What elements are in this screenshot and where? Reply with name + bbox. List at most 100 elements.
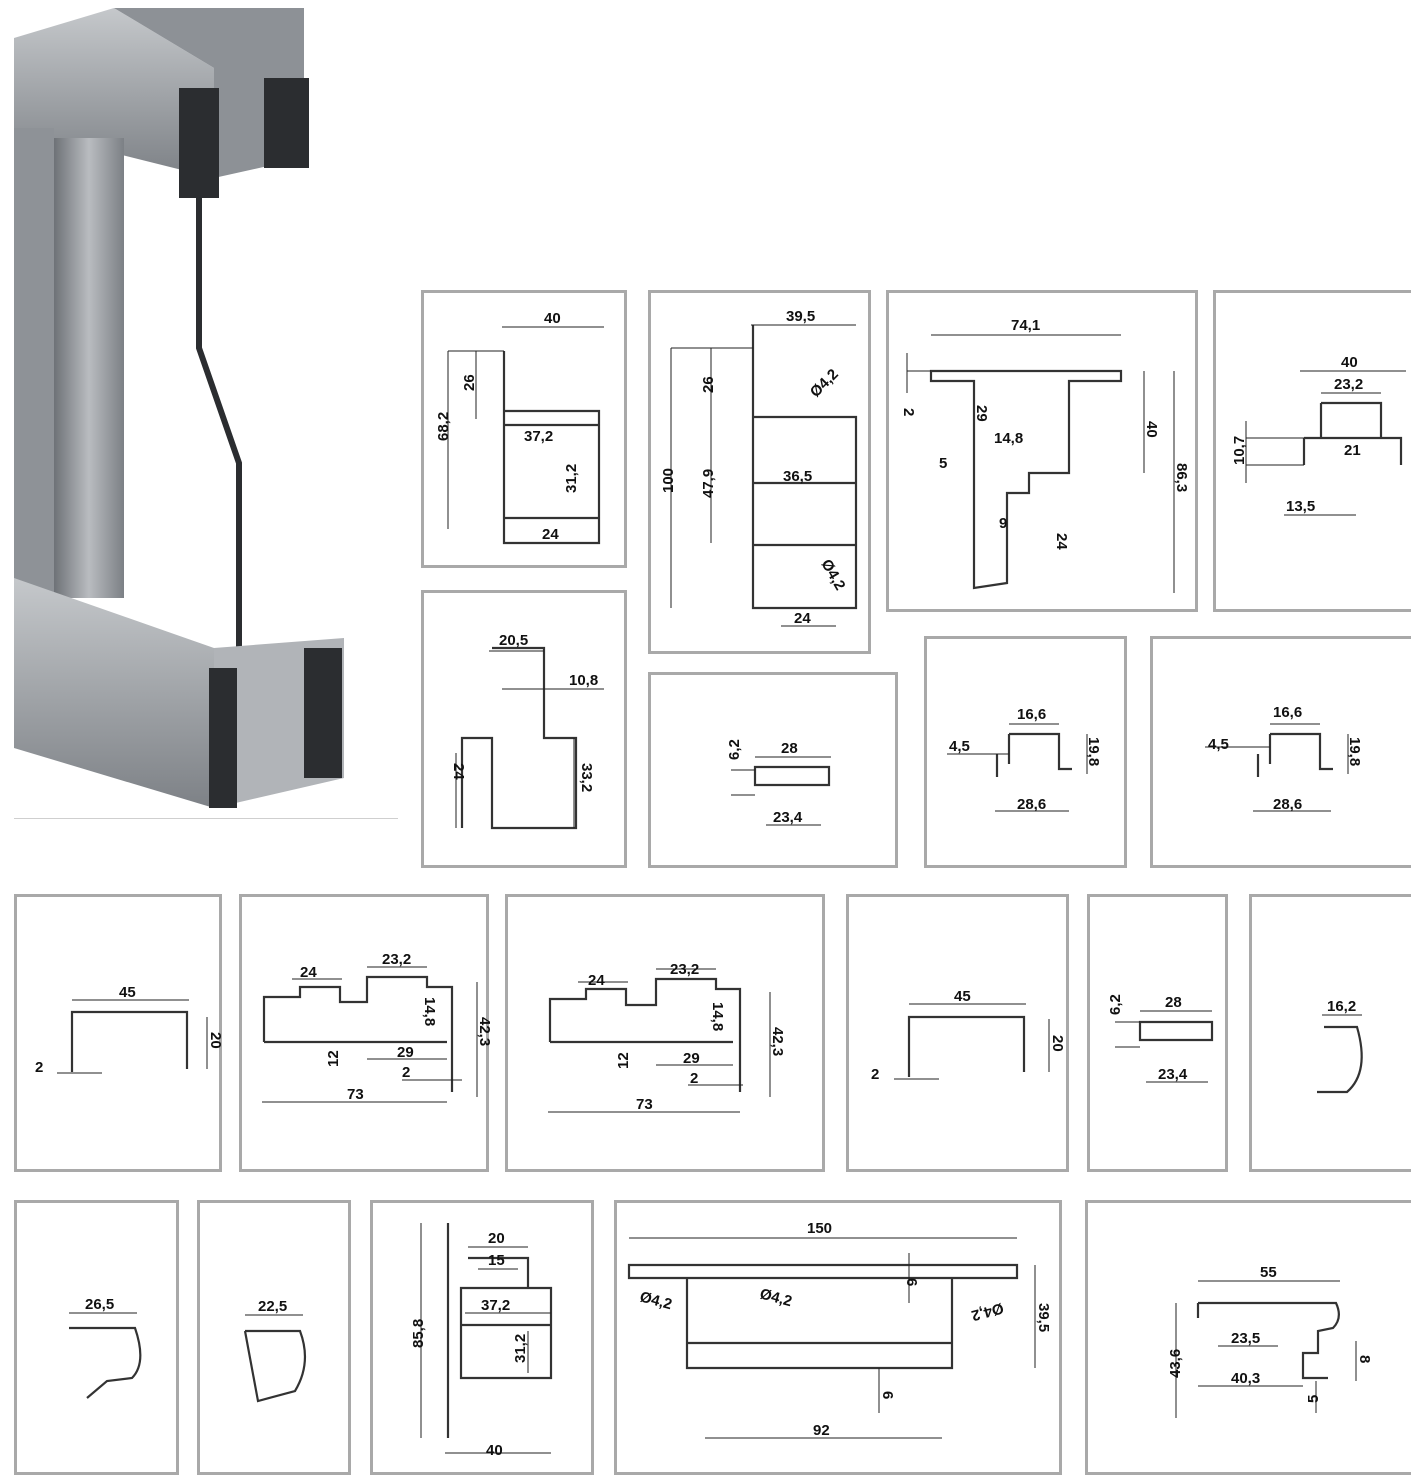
- profile-12-svg: 45 20 2: [871, 988, 1066, 1083]
- profile-8-dim: 28,6: [1273, 796, 1302, 813]
- profile-13-dim: 28: [1165, 994, 1182, 1011]
- profile-5-dim: 20,5: [499, 632, 528, 649]
- profile-drawing-18: 150 6 Ø4,2 Ø4,2 Ø4,2 39,5 6 92: [614, 1200, 1062, 1475]
- profile-drawing-5: 20,5 10,8 24 33,2: [421, 590, 627, 868]
- profile-4-dim: 23,2: [1334, 376, 1363, 393]
- profile-10-dim: 73: [347, 1086, 364, 1103]
- profile-drawing-1: 40 68,2 26 37,2 31,2 24: [421, 290, 627, 568]
- profile-drawing-13: 6,2 28 23,4: [1087, 894, 1228, 1172]
- profile-13-dim: 6,2: [1107, 994, 1124, 1015]
- profile-11-dim: 24: [588, 972, 605, 989]
- profile-drawing-10: 24 23,2 14,8 42,3 12 29 2 73: [239, 894, 493, 1172]
- profile-drawing-9: 45 20 2: [14, 894, 224, 1172]
- profile-19-svg: 55 43,6 23,5 8 40,3 5: [1167, 1264, 1373, 1418]
- profile-18-dim: 6: [903, 1278, 920, 1286]
- profile-10-svg: 24 23,2 14,8 42,3 12 29 2 73: [262, 951, 493, 1103]
- profile-11-dim: 29: [683, 1050, 700, 1067]
- profile-drawing-19: 55 43,6 23,5 8 40,3 5: [1085, 1200, 1411, 1475]
- profile-2-dim: 100: [660, 468, 677, 493]
- profile-18-dim: 39,5: [1035, 1303, 1052, 1332]
- profile-19-dim: 40,3: [1231, 1370, 1260, 1387]
- profile-11-dim: 12: [615, 1052, 632, 1069]
- profile-12-dim: 20: [1049, 1035, 1066, 1052]
- profile-11-dim: 2: [690, 1070, 698, 1087]
- profile-9-dim: 2: [35, 1059, 43, 1076]
- profile-6-dim: 6,2: [726, 739, 743, 760]
- profile-18-svg: 150 6 Ø4,2 Ø4,2 Ø4,2 39,5 6 92: [627, 1220, 1052, 1439]
- profile-17-dim: 40: [486, 1442, 503, 1459]
- profile-3-dim: 24: [1053, 533, 1070, 550]
- profile-10-dim: 2: [402, 1064, 410, 1081]
- profile-3-dim: 14,8: [994, 430, 1023, 447]
- profile-2-dim: 47,9: [700, 469, 717, 498]
- profile-drawing-16: 22,5: [197, 1200, 351, 1475]
- profile-13-dim: 23,4: [1158, 1066, 1188, 1083]
- profile-7-dim: 4,5: [949, 738, 970, 755]
- profile-1-dim: 26: [461, 374, 478, 391]
- profile-1-dim: 37,2: [524, 428, 553, 445]
- profile-18-dim: 6: [879, 1391, 896, 1399]
- sliding-window-profile-photo: [14, 8, 398, 823]
- profile-5-dim: 10,8: [569, 672, 598, 689]
- profile-18-dim: 92: [813, 1422, 830, 1439]
- profile-9-dim: 45: [119, 984, 136, 1001]
- profile-2-dim: Ø4,2: [807, 366, 842, 401]
- profile-6-dim: 23,4: [773, 809, 803, 826]
- profile-16-dim: 22,5: [258, 1298, 287, 1315]
- profile-4-dim: 13,5: [1286, 498, 1315, 515]
- profile-3-dim: 9: [999, 515, 1007, 532]
- profile-3-dim: 40: [1143, 421, 1160, 438]
- profile-11-dim: 23,2: [670, 961, 699, 978]
- profile-13-svg: 6,2 28 23,4: [1107, 994, 1214, 1083]
- profile-12-dim: 45: [954, 988, 971, 1005]
- profile-10-dim: 42,3: [476, 1017, 493, 1046]
- profile-18-dim: Ø4,2: [758, 1285, 794, 1310]
- profile-8-dim: 19,8: [1346, 737, 1363, 766]
- profile-19-dim: 23,5: [1231, 1330, 1260, 1347]
- profile-9-svg: 45 20 2: [35, 984, 224, 1076]
- profile-7-dim: 16,6: [1017, 706, 1046, 723]
- profile-4-dim: 10,7: [1231, 436, 1248, 465]
- profile-drawing-14: 16,2: [1249, 894, 1411, 1172]
- profile-drawing-8: 16,6 4,5 19,8 28,6: [1150, 636, 1411, 868]
- profile-drawing-6: 6,2 28 23,4: [648, 672, 898, 868]
- profile-3-dim: 2: [900, 408, 917, 416]
- profile-1-svg: 40 68,2 26 37,2 31,2 24: [435, 310, 604, 545]
- window-profile-illustration: [14, 8, 398, 819]
- profile-10-dim: 12: [325, 1050, 342, 1067]
- profile-3-dim: 29: [973, 405, 990, 422]
- profile-17-dim: 85,8: [410, 1319, 427, 1348]
- profile-19-dim: 5: [1305, 1395, 1322, 1403]
- profile-17-dim: 15: [488, 1252, 505, 1269]
- profile-4-dim: 21: [1344, 442, 1361, 459]
- profile-11-dim: 42,3: [769, 1027, 786, 1056]
- profile-15-svg: 26,5: [69, 1296, 142, 1399]
- profile-drawing-12: 45 20 2: [846, 894, 1069, 1172]
- profile-3-dim: 86,3: [1173, 463, 1190, 492]
- profile-6-svg: 6,2 28 23,4: [726, 739, 831, 826]
- profile-19-dim: 43,6: [1167, 1349, 1184, 1378]
- profile-5-dim: 33,2: [578, 763, 595, 792]
- profile-drawing-3: 74,1 2 29 40 14,8 5 86,3 9 24: [886, 290, 1198, 612]
- profile-1-dim: 24: [542, 526, 559, 543]
- profile-17-dim: 37,2: [481, 1297, 510, 1314]
- profile-2-dim: Ø4,2: [818, 557, 849, 594]
- profile-15-dim: 26,5: [85, 1296, 114, 1313]
- profile-18-dim: 150: [807, 1220, 832, 1237]
- profile-5-dim: 24: [450, 763, 467, 780]
- profile-6-dim: 28: [781, 740, 798, 757]
- profile-18-dim: Ø4,2: [970, 1299, 1006, 1324]
- profile-12-dim: 2: [871, 1066, 879, 1083]
- profile-4-svg: 40 23,2 10,7 21 13,5: [1231, 354, 1406, 516]
- profile-10-dim: 24: [300, 964, 317, 981]
- profile-11-dim: 73: [636, 1096, 653, 1113]
- profile-2-svg: 39,5 100 26 47,9 Ø4,2 36,5 Ø4,2 24: [660, 308, 858, 627]
- profile-18-dim: Ø4,2: [638, 1288, 674, 1313]
- profile-10-dim: 29: [397, 1044, 414, 1061]
- profile-2-dim: 36,5: [783, 468, 812, 485]
- profile-19-dim: 55: [1260, 1264, 1277, 1281]
- profile-drawing-15: 26,5: [14, 1200, 179, 1475]
- profile-drawing-11: 24 23,2 14,8 42,3 12 29 2 73: [505, 894, 825, 1172]
- profile-7-dim: 19,8: [1085, 737, 1102, 766]
- profile-3-svg: 74,1 2 29 40 14,8 5 86,3 9 24: [900, 317, 1190, 593]
